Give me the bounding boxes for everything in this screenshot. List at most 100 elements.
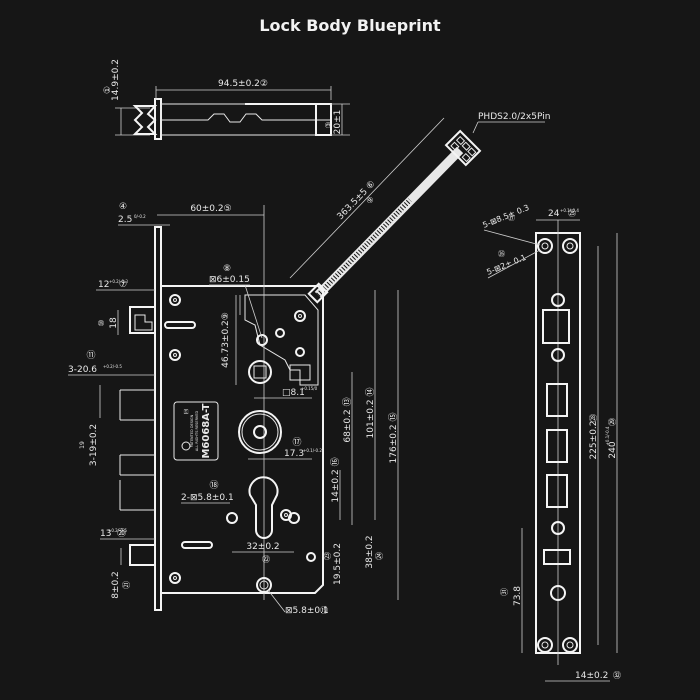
dim-cylinder-label: 32±0.2 — [246, 542, 279, 552]
spindle-hub — [248, 360, 272, 384]
dim-latch-offset-tol: +0.2/-0.3 — [109, 279, 128, 284]
dim-hole-b-ref: ㉖ — [498, 250, 505, 258]
dim-backset-label: 60±0.2⑤ — [190, 204, 231, 214]
top-view: ① 14.9±0.2 94.5±0.2② ③ 20±1 — [103, 59, 350, 140]
body-case — [161, 285, 324, 594]
dim-length-label: 94.5±0.2② — [218, 79, 268, 89]
slot — [181, 541, 213, 549]
dim-follower-tol: +0.1/-0.2 — [303, 448, 322, 453]
bottom-hole-inner — [259, 580, 269, 590]
screw-icon — [562, 238, 578, 254]
dim-bolt-throw-label: 3-20.6 — [68, 365, 97, 375]
dim-holes-label: 2-⊠5.8±0.1 — [181, 493, 234, 503]
dim-spindle-label: □8.1 — [282, 388, 305, 398]
screw-icon — [562, 637, 578, 653]
bolt-opening — [546, 383, 568, 417]
cover-plate — [244, 294, 319, 386]
dim-bottom-hole-label: ⊠5.8±0.1 — [285, 606, 329, 616]
screw-icon — [169, 294, 181, 306]
screw-icon — [294, 310, 306, 322]
screw-icon — [169, 572, 181, 584]
deadlatch-opening — [543, 549, 571, 565]
model-label: M6068A-T — [201, 403, 212, 458]
bolt-end — [315, 103, 332, 136]
label-line2: ALL RIGHTS RESERVED — [195, 411, 199, 452]
faceplate-view: 24 +0.1/-0.4 ㉕ 5-⊠8.5± 0.3 ㉗ 5-⊠2± 0.1 ㉖… — [481, 203, 621, 682]
spindle-square — [253, 365, 267, 379]
follower-ring — [241, 413, 279, 451]
dim-38-label: 38±0.2 — [365, 535, 375, 568]
dim-faceplate-tol: 0/-0.2 — [134, 214, 146, 219]
dim-height-ref: ① — [103, 86, 113, 94]
dim-latch-offset-ref: ⑦ — [119, 280, 127, 290]
keyhole-icon: ⚿ — [184, 409, 189, 416]
dim-width-label: 24 — [548, 209, 560, 219]
latch-bolt — [129, 306, 156, 334]
dim-center-height-label: 46.73±0.2⑨ — [221, 312, 231, 368]
dim-height-label: 14.9±0.2 — [111, 59, 121, 101]
dim-73-8-ref: ㉛ — [500, 588, 509, 596]
dim-240-tol: +0.1/-0.4 — [605, 426, 610, 445]
dim-latch-offset-label: 12 — [98, 280, 109, 290]
dim-176-label: 176±0.2 ⑮ — [388, 413, 399, 464]
deadlatch — [129, 544, 156, 566]
dim-width-tol: +0.1/-0.4 — [560, 208, 579, 213]
dim-bolt-spacing-label: 3-19±0.2 — [89, 424, 99, 466]
leader-line — [483, 229, 541, 246]
dim-spindle-tol: +0.15/0 — [301, 386, 318, 391]
screw-icon — [295, 347, 305, 357]
body-view: M6068A-T PATENTED DESIGN ALL RIGHTS RESE… — [68, 202, 399, 616]
screw-icon — [306, 552, 316, 562]
dim-240-label: 240 — [608, 441, 618, 458]
dim-hole-a-label: 5-⊠8.5± 0.3 — [481, 203, 530, 230]
leader-line — [487, 249, 541, 279]
dim-73-8-label: 73.8 — [513, 586, 523, 606]
dim-hole-spacing-label: 14±0.2 — [575, 671, 608, 681]
dim-hole-b-label: 5-⊠2± 0.1 — [485, 253, 527, 277]
dim-68-label: 68±0.2 ⑬ — [342, 397, 353, 442]
body-faceplate — [154, 226, 162, 611]
leader-line — [244, 284, 263, 339]
dim-square-label: ⊠6±0.15 — [209, 275, 250, 285]
bottom-hole — [256, 577, 272, 593]
leader-line — [472, 121, 479, 134]
dim-38-ref: ㉔ — [375, 552, 384, 560]
dim-bolt-spacing-top: 19 — [79, 441, 86, 449]
square-hole — [256, 334, 268, 346]
screw-icon — [551, 293, 565, 307]
screw-icon — [537, 238, 553, 254]
bolt-opening — [546, 474, 568, 508]
cylinder-hole — [288, 512, 300, 524]
screw-icon — [550, 585, 566, 601]
dim-square-ref: ⑧ — [223, 264, 231, 274]
latch-opening — [542, 309, 570, 344]
screw-icon — [551, 521, 565, 535]
dim-faceplate-ref: ④ — [119, 202, 127, 212]
screw-icon — [275, 328, 285, 338]
dim-faceplate-label: 2.5 — [118, 215, 132, 225]
dim-225-label: 225±0.2 — [589, 420, 599, 459]
dim-19-5-ref: ㉓ — [323, 552, 332, 560]
dim-hole-spacing-ref: ㉜ — [613, 671, 621, 680]
dim-line — [289, 117, 445, 279]
dim-deadlatch-tol: +0.2/-0.5 — [108, 528, 127, 533]
slot — [164, 321, 196, 329]
cable: 363.5±5 ⑥ ⑨ PHDS2.0/2x5Pin — [289, 112, 550, 304]
dim-bottom-hole-ref: ⑲ — [320, 606, 328, 615]
dim-240-ref: ㉙ — [608, 418, 617, 426]
screw-icon — [551, 348, 565, 362]
dim-101-label: 101±0.2 ⑭ — [365, 388, 376, 439]
dim-14-label: 14±0.2 ⑯ — [330, 457, 341, 502]
spindle-box — [289, 364, 311, 381]
dim-width-label: 20±1 — [333, 110, 343, 135]
dim-follower-ref: ⑰ — [292, 437, 301, 448]
dim-width-ref: ㉕ — [568, 209, 576, 218]
dim-hole-a-ref: ㉗ — [508, 214, 515, 222]
label-plate — [173, 401, 219, 461]
label-line1: PATENTED DESIGN — [190, 414, 194, 447]
dim-latch-height-label: 18 — [109, 317, 119, 329]
cable-connector — [444, 129, 482, 167]
dim-225-ref: ㉘ — [589, 414, 598, 422]
